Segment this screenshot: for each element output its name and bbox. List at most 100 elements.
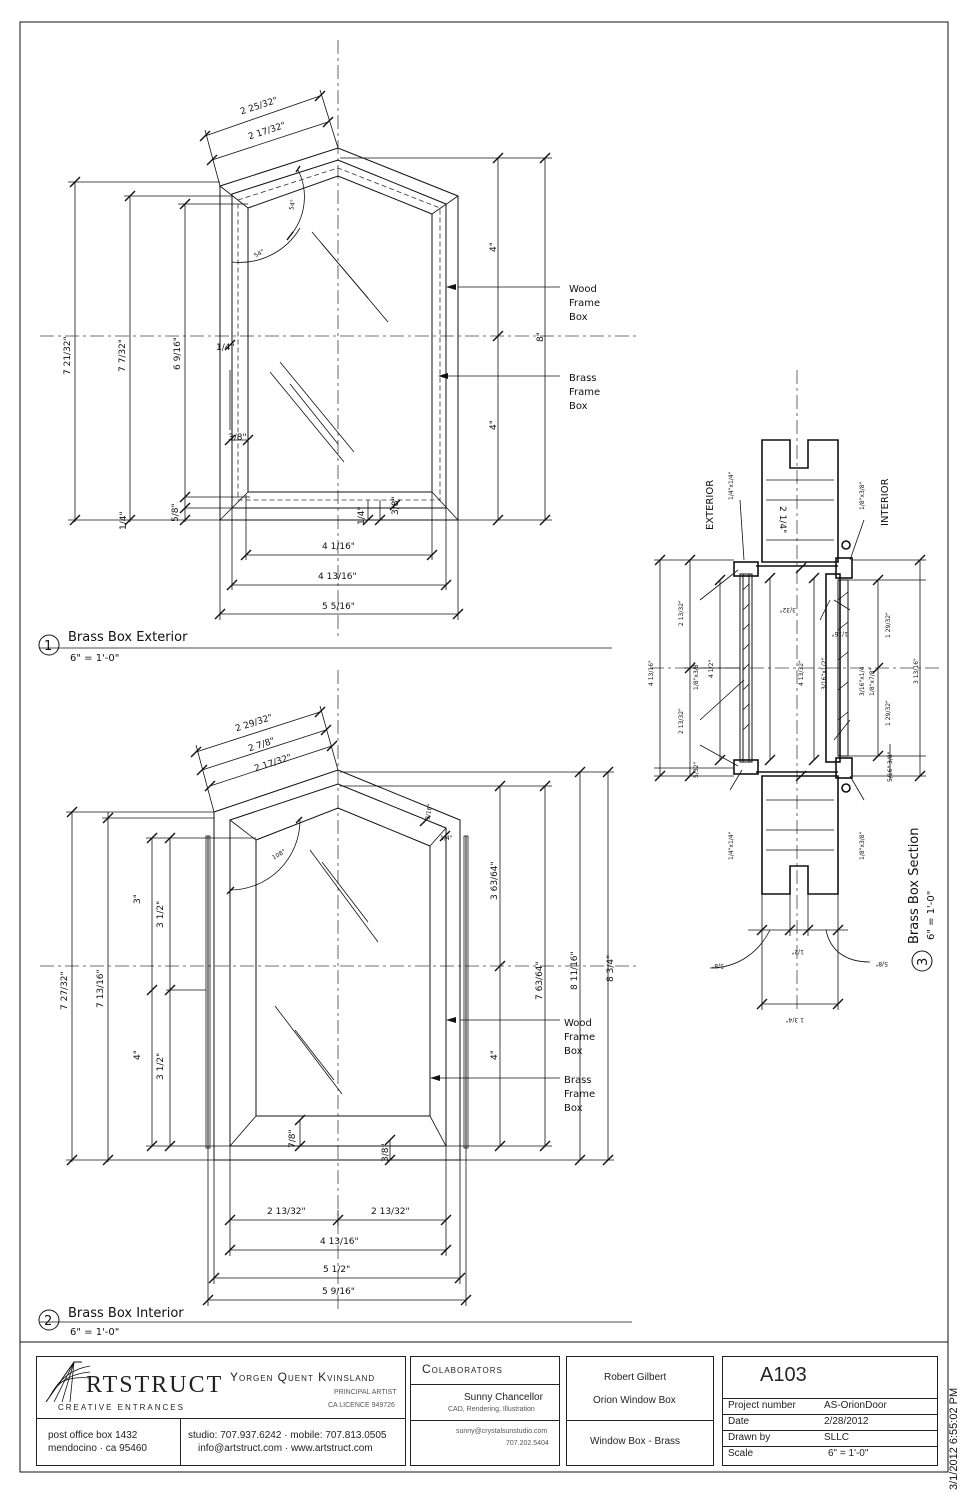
v1-left-mid: 7 7/32" — [118, 339, 128, 372]
v3-b3: 5/8" — [875, 960, 888, 967]
v1-right-4b: 4" — [489, 420, 499, 430]
v1-left-total: 7 21/32" — [63, 336, 73, 375]
v3-r2: 1/8"x7/8" — [869, 667, 876, 696]
v2-w3: 5 9/16" — [322, 1287, 355, 1297]
logo-sub-text: CREATIVE ENTRANCES — [58, 1403, 185, 1412]
colab-role: CAD, Rendering, Illustration — [448, 1406, 535, 1413]
v2-left-3-5a: 3 1/2" — [156, 901, 166, 928]
v2-wood-3: Box — [564, 1046, 583, 1057]
v3-title: Brass Box Section — [907, 827, 922, 944]
field-label-scale: Scale — [728, 1448, 754, 1459]
field-value-date: 2/28/2012 — [824, 1416, 869, 1427]
v1-bot-1-4b: 1/4" — [357, 506, 367, 525]
v3-c4: 1/16" — [832, 630, 848, 637]
field-label-project-number: Project number — [728, 1400, 796, 1411]
v2-top3: 2 17/32" — [253, 753, 293, 774]
titleblock-firm-divider — [36, 1418, 406, 1419]
drawing-name: Window Box - Brass — [590, 1436, 681, 1447]
v1-brass-2: Frame — [569, 387, 600, 398]
v1-top2: 2 17/32" — [247, 121, 287, 142]
v3-b2: 1/2" — [791, 948, 804, 955]
v1-w3: 5 5/16" — [322, 602, 355, 612]
logo-main-text: RTSTRUCT — [86, 1372, 224, 1398]
v3-interior: INTERIOR — [880, 478, 891, 526]
v2-left-mid: 7 13/16" — [96, 969, 106, 1008]
v2-brass-2: Frame — [564, 1089, 595, 1100]
v3-number: 3 — [916, 958, 931, 966]
v1-wood-1: Wood — [569, 284, 597, 295]
v1-title: Brass Box Exterior — [68, 630, 188, 645]
v1-ang1: 54° — [288, 199, 297, 211]
v1-right-4a: 4" — [489, 242, 499, 252]
v2-ang2: 3/16" — [424, 803, 434, 820]
v3-r5: 3 13/16" — [913, 658, 920, 684]
v2-top1: 2 29/32" — [234, 713, 274, 734]
titleblock-colab-divider-2 — [410, 1420, 560, 1421]
v2-number: 2 — [44, 1314, 52, 1329]
titleblock-sheet-panel — [722, 1356, 938, 1466]
v1-w1: 4 1/16" — [322, 542, 355, 552]
v2-left-4: 4" — [133, 1050, 143, 1060]
view-brass-box-exterior — [40, 40, 640, 649]
v3-r7: 3/8" — [887, 751, 894, 764]
v2-bot-3-8: 3/8" — [381, 1143, 391, 1162]
v3-bot-left: 1/4"x1/4" — [728, 831, 735, 860]
titleblock-colab-panel — [410, 1356, 560, 1466]
v3-l4: 1/8"x3/8" — [693, 661, 700, 690]
v2-brass-1: Brass — [564, 1075, 592, 1086]
v2-right-4: 4" — [490, 1050, 500, 1060]
sheet-border — [19, 21, 949, 1343]
v3-c2: 3/16"x1/2" — [821, 658, 828, 690]
v2-number-circle — [38, 1309, 60, 1331]
v2-w1: 4 13/16" — [320, 1237, 359, 1247]
v3-top-right: 1/8"x3/8" — [859, 481, 866, 510]
colab-phone: 707.202.5404 — [506, 1440, 549, 1447]
v3-wall: 2 1/4" — [777, 506, 787, 533]
v2-scale: 6" = 1'-0" — [70, 1327, 119, 1338]
field-value-scale: 6" = 1'-0" — [828, 1448, 869, 1459]
titleblock-address-divider — [180, 1418, 181, 1466]
v3-r6: 5/16" — [887, 766, 894, 782]
v1-brass-3: Box — [569, 401, 588, 412]
license: CA LICENCE 949726 — [328, 1402, 395, 1409]
v1-wood-3: Box — [569, 312, 588, 323]
titleblock-firm-panel — [36, 1356, 406, 1466]
field-value-project-number: AS-OrionDoor — [824, 1400, 887, 1411]
v3-l6: 5/32" — [693, 762, 700, 778]
project-name: Orion Window Box — [593, 1395, 676, 1406]
v3-r3: 1 29/32" — [885, 612, 892, 638]
v3-b1: 5/8" — [711, 962, 724, 969]
v3-l3: 2 13/32" — [678, 708, 685, 734]
titleblock-project-divider — [566, 1420, 714, 1421]
v2-wa: 2 13/32" — [267, 1207, 306, 1217]
v1-bot-1-4: 1/4" — [119, 511, 129, 530]
view-brass-box-interior — [40, 670, 640, 1323]
v1-brass-1: Brass — [569, 373, 597, 384]
v2-brass-3: Box — [564, 1103, 583, 1114]
artstruct-logo-icon — [45, 1361, 91, 1403]
v3-l1: 4 13/16" — [648, 660, 655, 686]
v1-top1: 2 25/32" — [239, 96, 279, 117]
v3-c1: 4 13/32" — [798, 660, 805, 686]
v3-r4: 1 29/32" — [885, 700, 892, 726]
principal-title: PRINCIPAL ARTIST — [334, 1389, 397, 1396]
titleblock-border — [19, 1341, 949, 1473]
v3-r1: 3/16"x1/4 — [859, 666, 866, 696]
v2-right-a: 3 63/64" — [490, 861, 500, 900]
v3-b4: 1 3/4" — [786, 1016, 804, 1023]
v3-scale: 6" = 1'-0" — [926, 891, 937, 940]
field-label-drawn-by: Drawn by — [728, 1432, 771, 1443]
v2-right-c: 8 11/16" — [570, 951, 580, 990]
field-value-drawn-by: SLLC — [824, 1432, 850, 1443]
v1-w2: 4 13/16" — [318, 572, 357, 582]
v3-l2: 2 13/32" — [678, 600, 685, 626]
v3-top-left: 1/4"x1/4" — [728, 471, 735, 500]
v2-top2: 2 7/8" — [247, 736, 276, 754]
client-name: Robert Gilbert — [604, 1372, 667, 1383]
v3-l5: 4 1/2" — [708, 660, 715, 678]
v2-wood-1: Wood — [564, 1018, 592, 1029]
v2-w2: 5 1/2" — [323, 1265, 350, 1275]
v3-exterior: EXTERIOR — [705, 480, 716, 530]
view-brass-box-section — [650, 370, 940, 1010]
principal-name: Yorgen Quent Kvinsland — [230, 1370, 376, 1384]
